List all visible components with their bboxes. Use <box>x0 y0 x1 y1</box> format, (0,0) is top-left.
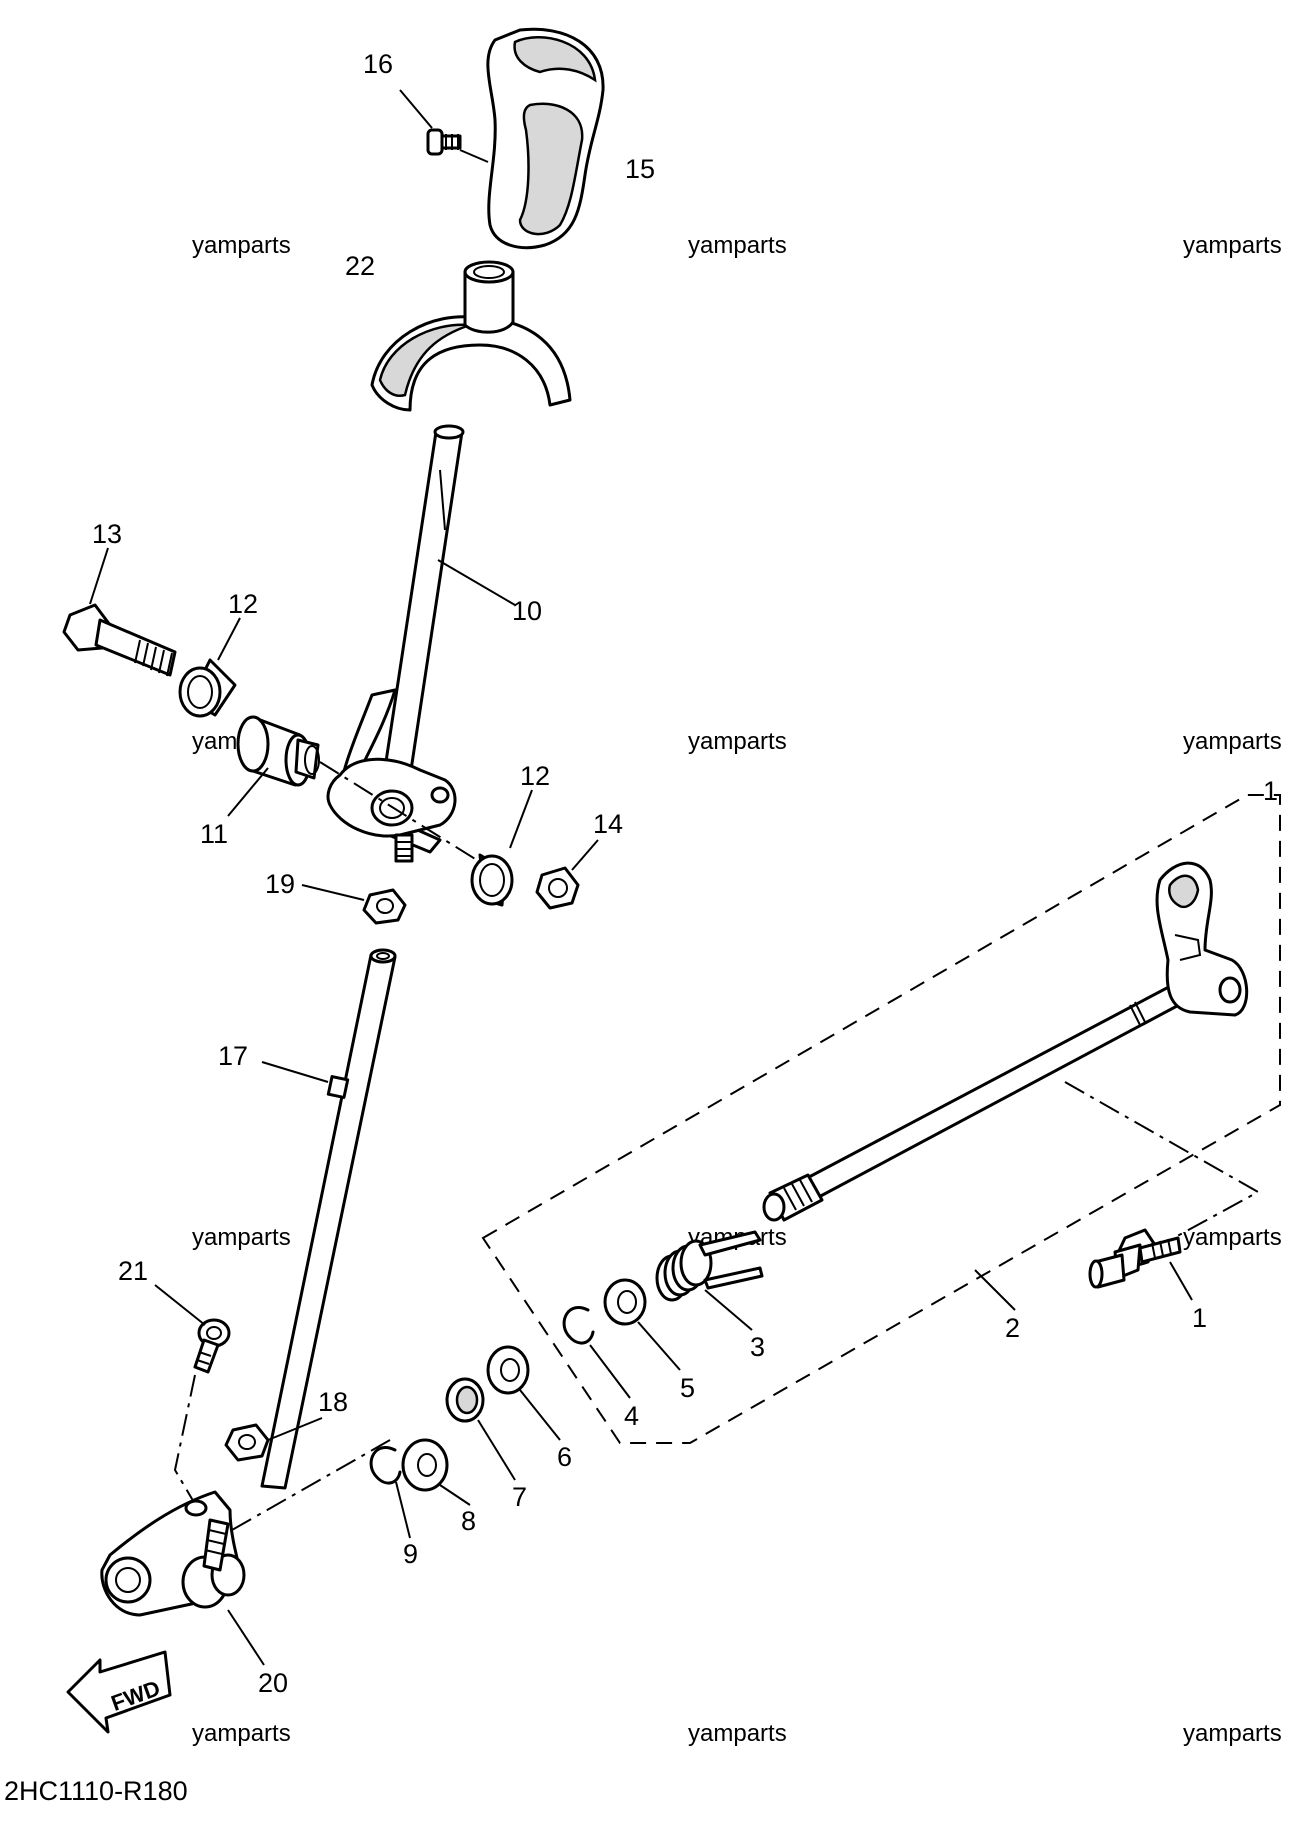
callout-4: 4 <box>624 1401 639 1431</box>
callout-14: 14 <box>593 809 623 839</box>
leader-12-lower <box>509 789 533 849</box>
part-21-bolt[interactable] <box>193 1318 231 1374</box>
part-9-circlip[interactable] <box>369 1446 402 1485</box>
watermark: yamparts <box>192 1224 291 1251</box>
callout-13: 13 <box>92 519 122 549</box>
axis-shaft-bolt <box>1064 1081 1261 1241</box>
part-18-nut[interactable] <box>224 1423 270 1462</box>
leader-18 <box>267 1417 323 1441</box>
callout-12-lower: 12 <box>520 761 550 791</box>
watermark: yamparts <box>1183 728 1282 755</box>
leader-7 <box>477 1419 516 1481</box>
part-22-shift-boot[interactable] <box>370 260 572 412</box>
part-3-torsion-spring[interactable] <box>655 1230 764 1302</box>
watermark: yamparts <box>1183 232 1282 259</box>
part-11-bush[interactable] <box>236 715 320 787</box>
part-5-washer[interactable] <box>603 1278 647 1326</box>
callout-labels: 1 2 3 4 5 6 7 8 9 10 11 12 12 13 14 15 1… <box>92 49 1278 1698</box>
watermark-layer: yamparts yamparts yamparts yamparts yamp… <box>192 232 1282 1747</box>
part-20-shift-arm[interactable] <box>100 1490 246 1617</box>
part-6-washer[interactable] <box>486 1345 530 1395</box>
part-4-circlip[interactable] <box>562 1306 595 1345</box>
part-13-bolt[interactable] <box>62 603 177 677</box>
leader-12-upper <box>217 617 241 661</box>
part-8-washer[interactable] <box>401 1438 449 1492</box>
callout-10: 10 <box>512 596 542 626</box>
part-14-nut[interactable] <box>535 866 580 910</box>
diagram-code: 2HC1110-R180 <box>4 1776 188 1806</box>
leader-4 <box>589 1344 631 1399</box>
part-7-oil-seal[interactable] <box>445 1377 485 1423</box>
leader-2 <box>974 1269 1016 1311</box>
part-16-screw[interactable] <box>426 128 462 156</box>
callout-16: 16 <box>363 49 393 79</box>
callout-19: 19 <box>265 869 295 899</box>
leader-16 <box>399 89 433 129</box>
leader-20 <box>227 1609 265 1666</box>
callout-20: 20 <box>258 1668 288 1698</box>
watermark: yamparts <box>192 232 291 259</box>
callout-18: 18 <box>318 1387 348 1417</box>
leader-16-axis <box>459 149 489 163</box>
leader-21 <box>154 1284 206 1326</box>
watermark: yamparts <box>1183 1720 1282 1747</box>
callout-5: 5 <box>680 1373 695 1403</box>
callout-22: 22 <box>345 251 375 281</box>
leader-11 <box>227 767 269 817</box>
part-1-stopper-bolt[interactable] <box>1088 1228 1182 1289</box>
callout-8: 8 <box>461 1506 476 1536</box>
callout-21: 21 <box>118 1256 148 1286</box>
leader-1 <box>1169 1261 1193 1301</box>
callout-9: 9 <box>403 1539 418 1569</box>
leader-10 <box>437 559 516 606</box>
watermark: yamparts <box>1183 1224 1282 1251</box>
assembly-outline <box>481 794 1281 1444</box>
callout-12-upper: 12 <box>228 589 258 619</box>
part-15-shift-knob[interactable] <box>486 27 605 250</box>
callout-6: 6 <box>557 1442 572 1472</box>
part-12-collar-upper[interactable] <box>178 658 237 718</box>
leader-3 <box>704 1289 753 1331</box>
callout-17: 17 <box>218 1041 248 1071</box>
watermark: yamparts <box>688 232 787 259</box>
callout-1-group: 1 <box>1263 776 1278 806</box>
part-10-shift-lever[interactable] <box>326 424 465 863</box>
callout-1: 1 <box>1192 1303 1207 1333</box>
callout-3: 3 <box>750 1332 765 1362</box>
callout-15: 15 <box>625 154 655 184</box>
leader-19 <box>301 884 365 901</box>
leader-5 <box>637 1321 681 1371</box>
part-12-collar-lower[interactable] <box>470 853 514 907</box>
fwd-arrow-icon: FWD <box>66 1650 172 1734</box>
watermark: yamparts <box>688 728 787 755</box>
callout-2: 2 <box>1005 1313 1020 1343</box>
leader-6 <box>519 1389 561 1441</box>
axis-bolt <box>319 761 481 863</box>
callout-11: 11 <box>200 819 228 849</box>
part-17-shift-rod[interactable] <box>260 948 397 1490</box>
watermark: yamparts <box>688 1720 787 1747</box>
callout-7: 7 <box>512 1482 527 1512</box>
leader-13 <box>89 547 109 605</box>
part-19-nut[interactable] <box>362 888 407 925</box>
watermark: yamparts <box>192 1720 291 1747</box>
axis-20 <box>231 1439 391 1531</box>
leader-17 <box>261 1061 329 1083</box>
leader-9 <box>395 1481 411 1539</box>
part-2-shift-shaft[interactable] <box>762 861 1249 1222</box>
leader-14 <box>571 839 599 871</box>
leader-8 <box>439 1484 471 1506</box>
